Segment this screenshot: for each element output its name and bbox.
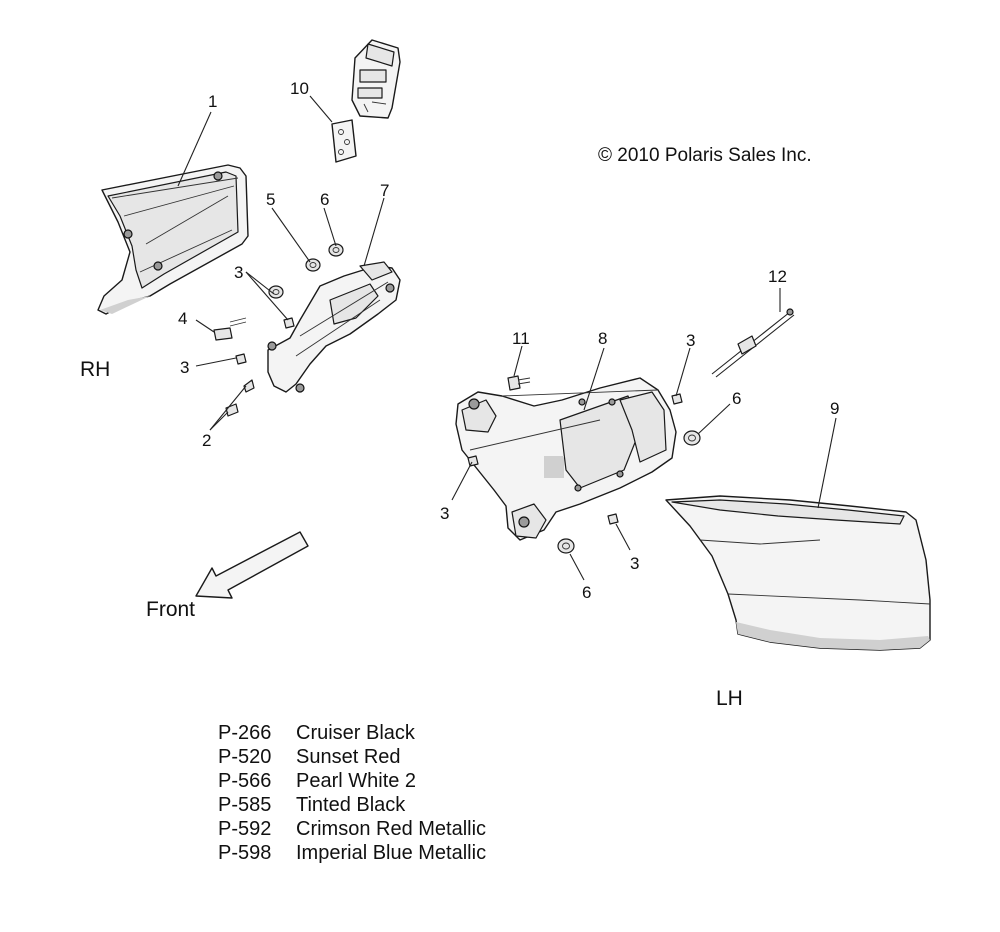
part-11-bolt — [507, 345, 531, 391]
front-label: Front — [146, 598, 195, 621]
callout-9: 9 — [830, 399, 839, 418]
part-10-switch-bracket — [331, 39, 401, 163]
paint-code: P-598 — [218, 842, 271, 864]
callout-3: 3 — [686, 331, 695, 350]
lh-leader-lines — [451, 347, 837, 581]
callout-2: 2 — [202, 431, 211, 450]
callout-6: 6 — [732, 389, 741, 408]
lh-fasteners — [467, 393, 701, 554]
paint-name: Imperial Blue Metallic — [296, 842, 486, 864]
part-8-lh-bracket — [455, 377, 677, 541]
paint-name: Sunset Red — [296, 746, 401, 768]
callout-3: 3 — [180, 358, 189, 377]
callout-6: 6 — [320, 190, 329, 209]
paint-code: P-592 — [218, 818, 271, 840]
callout-7: 7 — [380, 181, 389, 200]
part-12-cable — [711, 288, 795, 378]
callout-6: 6 — [582, 583, 591, 602]
rh-label: RH — [80, 358, 110, 381]
callout-12: 12 — [768, 267, 787, 286]
callout-10: 10 — [290, 79, 309, 98]
paint-code-list: P-266 Cruiser Black P-520 Sunset Red P-5… — [218, 722, 486, 864]
part-1-rh-side-cover — [97, 164, 249, 315]
paint-name: Crimson Red Metallic — [296, 818, 486, 840]
part-7-rh-bracket — [267, 261, 401, 393]
callout-1: 1 — [208, 92, 217, 111]
paint-name: Pearl White 2 — [296, 770, 416, 792]
callout-11: 11 — [512, 329, 530, 348]
paint-code: P-566 — [218, 770, 271, 792]
lh-label: LH — [716, 687, 743, 710]
callout-8: 8 — [598, 329, 607, 348]
rh-leader-lines — [177, 95, 385, 431]
callout-3: 3 — [630, 554, 639, 573]
paint-code: P-266 — [218, 722, 271, 744]
callout-3: 3 — [234, 263, 243, 282]
paint-name: Tinted Black — [296, 794, 406, 816]
callout-5: 5 — [266, 190, 275, 209]
front-direction-arrow — [195, 531, 309, 599]
paint-name: Cruiser Black — [296, 722, 416, 744]
callout-4: 4 — [178, 309, 187, 328]
copyright-notice: © 2010 Polaris Sales Inc. — [598, 145, 812, 166]
paint-code: P-585 — [218, 794, 271, 816]
callout-3: 3 — [440, 504, 449, 523]
part-9-lh-side-cover — [665, 495, 931, 651]
paint-code: P-520 — [218, 746, 271, 768]
